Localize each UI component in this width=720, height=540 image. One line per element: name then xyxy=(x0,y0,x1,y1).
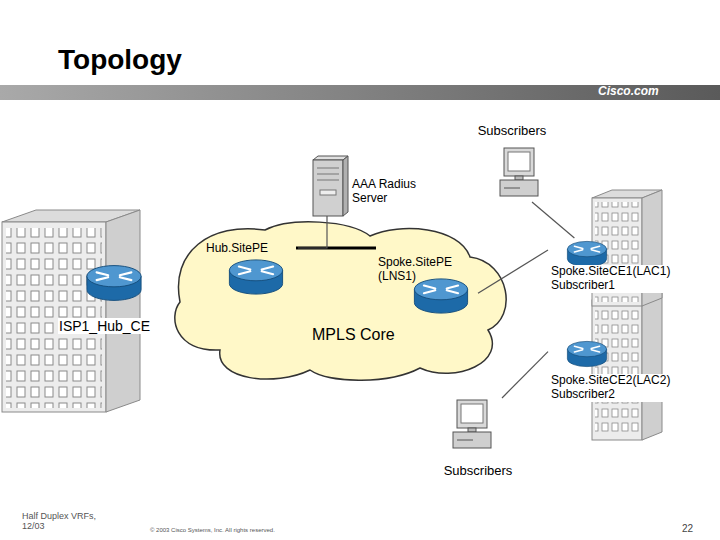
node-label: Spoke.SiteCE1(LAC1) Subscriber1 xyxy=(550,265,678,293)
pc-screen xyxy=(508,152,530,171)
footer-note-holder: Half Duplex VRFs, 12/03 xyxy=(22,511,104,532)
ce-router: Spoke.SiteCE1(LAC1) Subscriber1 xyxy=(548,238,680,298)
connector-line xyxy=(532,202,574,238)
router-icon xyxy=(567,341,606,366)
pc-base xyxy=(453,432,491,448)
copyright-note-holder: © 2003 Cisco Systems, Inc. All rights re… xyxy=(150,527,275,534)
node-label: AAA Radius Server xyxy=(352,178,438,206)
node-label: MPLS Core xyxy=(312,326,422,344)
pc-monitor xyxy=(504,148,534,176)
node-label: Subscribers xyxy=(462,124,562,139)
server-line xyxy=(317,174,339,175)
server-icon xyxy=(313,156,348,216)
server-front xyxy=(313,160,343,216)
mpls-cloud: MPLS Core Hub.SitePE Spoke.SitePE (LNS1) xyxy=(170,222,515,380)
site-name: Cisco.com xyxy=(598,85,659,99)
aaa-server: AAA Radius Server xyxy=(308,158,438,216)
building-front xyxy=(2,222,106,412)
ce-router: ISP1_Hub_CE xyxy=(55,262,170,338)
node-label: ISP1_Hub_CE xyxy=(58,318,168,334)
building-left xyxy=(2,210,140,412)
site-name-holder: Cisco.com xyxy=(598,85,659,99)
pc-base xyxy=(500,180,538,196)
building-front xyxy=(592,300,642,440)
node-label: Spoke.SiteCE2(LAC2) Subscriber2 xyxy=(550,374,678,402)
pe-router: Spoke.SitePE (LNS1) xyxy=(378,256,478,318)
pc-icon xyxy=(500,148,538,196)
connector-line xyxy=(502,352,548,398)
server-line xyxy=(317,168,339,169)
ce-router: Spoke.SiteCE2(LAC2) Subscriber2 xyxy=(548,338,680,406)
pc-neck xyxy=(515,176,523,180)
page-number-holder: 22 xyxy=(682,523,693,535)
slide-title-holder: Topology xyxy=(58,44,182,76)
slide-title: Topology xyxy=(58,44,182,76)
building-windows xyxy=(595,304,639,436)
header-bar xyxy=(0,85,720,100)
pe-router: Hub.SitePE xyxy=(206,242,298,298)
pc-screen xyxy=(461,404,483,423)
building-right-bottom xyxy=(592,292,662,440)
subscriber-pc: Subscribers xyxy=(462,124,562,202)
pc-neck xyxy=(468,428,476,432)
node-label: Hub.SitePE xyxy=(206,242,298,256)
router-icon xyxy=(414,279,467,313)
server-top xyxy=(313,156,348,160)
server-line xyxy=(317,180,339,181)
page-number: 22 xyxy=(682,523,693,535)
copyright-note: © 2003 Cisco Systems, Inc. All rights re… xyxy=(150,527,275,534)
pc-slot xyxy=(457,440,473,441)
footer-note: Half Duplex VRFs, 12/03 xyxy=(22,511,104,532)
router-icon xyxy=(229,260,282,294)
server-side xyxy=(343,156,348,216)
pc-icon xyxy=(453,400,491,448)
server-drive xyxy=(320,190,336,195)
router-icon xyxy=(567,241,606,266)
pc-monitor xyxy=(457,400,487,428)
router-icon xyxy=(87,266,141,301)
cloud-shape xyxy=(175,222,506,380)
node-label: Spoke.SitePE (LNS1) xyxy=(378,256,458,284)
building-side xyxy=(642,292,662,440)
building-side xyxy=(106,210,140,412)
pc-slot xyxy=(504,188,520,189)
node-label: Subscribers xyxy=(430,464,526,479)
subscriber-pc: Subscribers xyxy=(430,398,526,484)
